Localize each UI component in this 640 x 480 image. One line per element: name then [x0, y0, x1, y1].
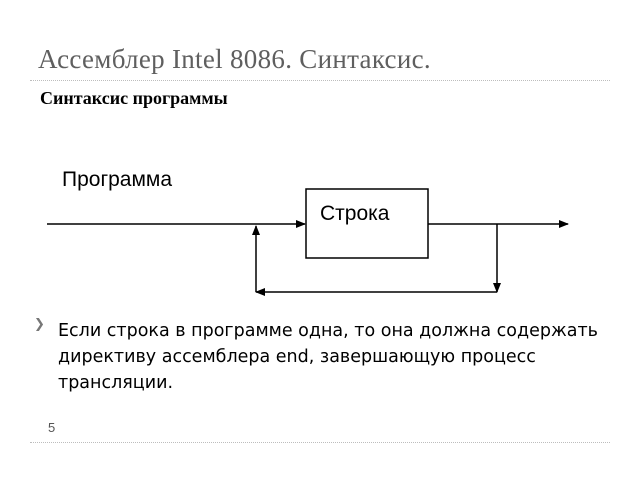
bullet-text: Если строка в программе одна, то она дол… [58, 321, 598, 393]
bullet-marker: ❯ [34, 317, 45, 332]
title-divider [30, 80, 610, 81]
slide-title: Ассемблер Intel 8086. Синтаксис. [38, 44, 431, 74]
footer-divider [30, 442, 610, 443]
slide-subtitle: Синтаксис программы [40, 88, 228, 108]
page-number: 5 [48, 420, 56, 435]
diagram-box-label: Строка [320, 202, 390, 225]
diagram-box [305, 188, 429, 259]
diagram-input-label: Программа [62, 168, 172, 191]
